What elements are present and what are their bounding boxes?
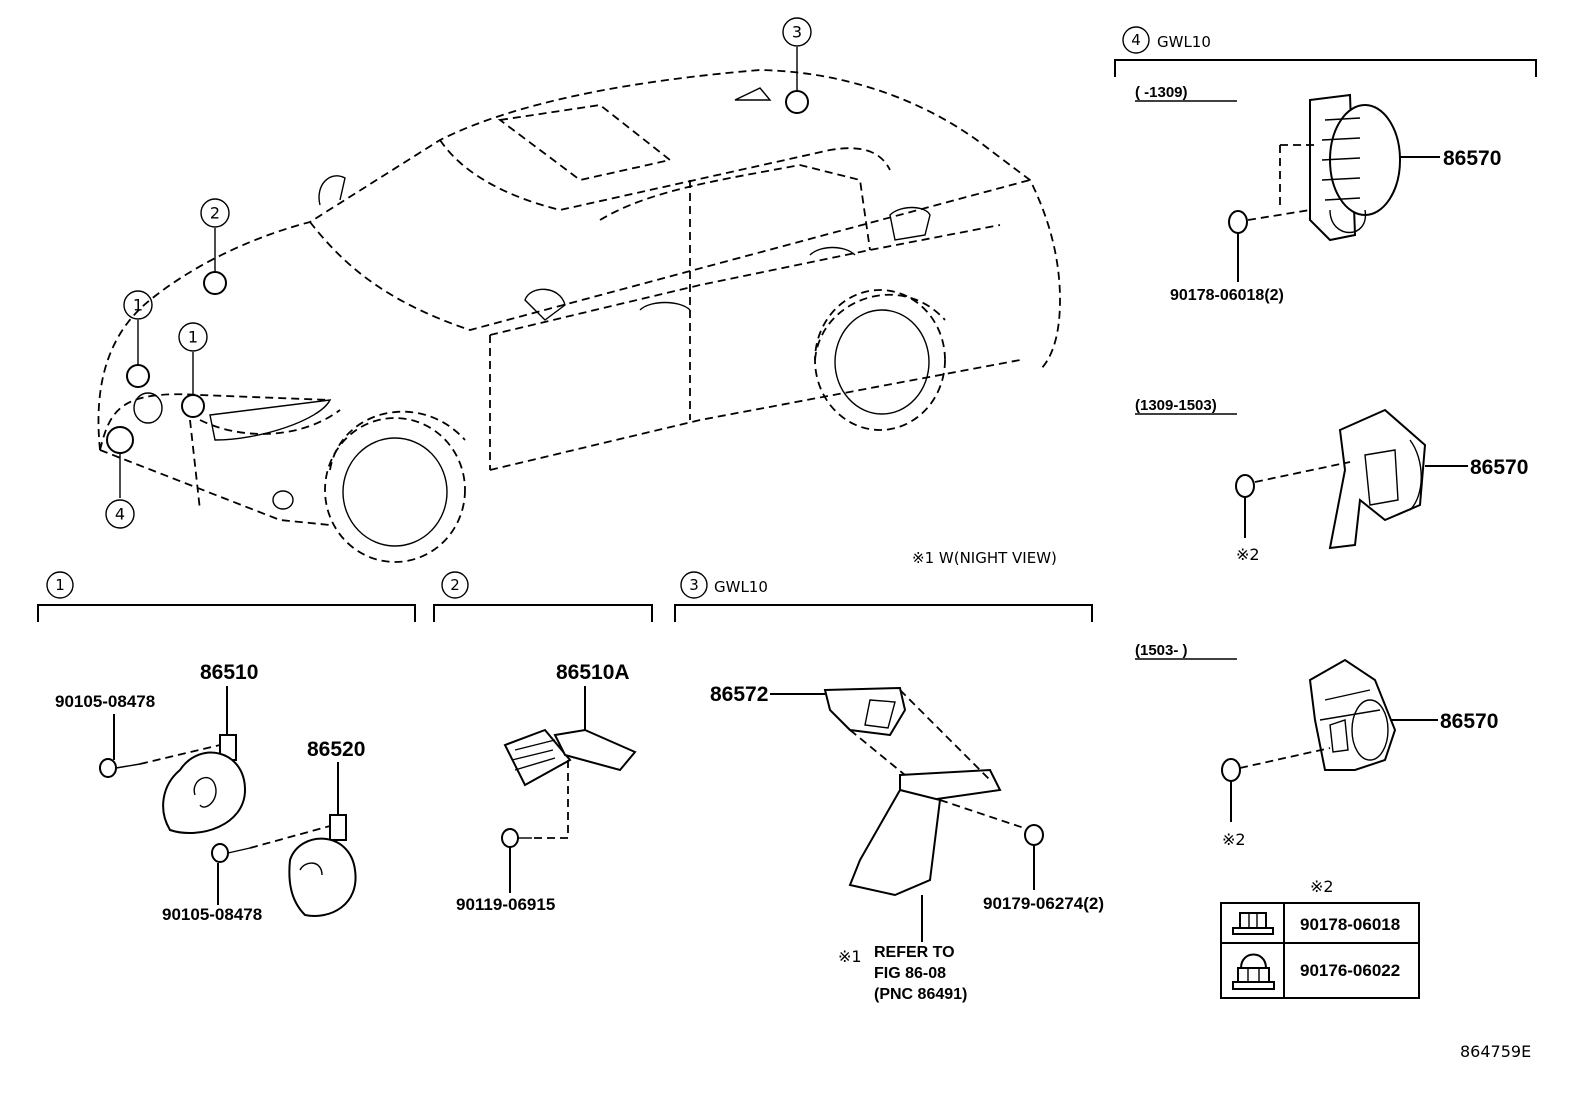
bolt-icon bbox=[501, 828, 532, 893]
note-line-3: (PNC 86491) bbox=[874, 986, 967, 1003]
camera-sensor-icon bbox=[1309, 93, 1401, 242]
part-label-bolt-bottom: 90105-08478 bbox=[162, 905, 262, 924]
nut-icon bbox=[1235, 474, 1255, 538]
bolt-icon bbox=[211, 825, 331, 905]
part-label-sensor: 86570 bbox=[1440, 710, 1498, 733]
fastener-part-1: 90178-06018 bbox=[1300, 915, 1400, 934]
section-label: GWL10 bbox=[1157, 33, 1211, 51]
part-label-horn-low: 86520 bbox=[307, 738, 365, 761]
section-label: GWL10 bbox=[714, 578, 768, 596]
part-label-fastener: 90178-06018(2) bbox=[1170, 287, 1284, 304]
callout-number: 3 bbox=[792, 23, 802, 42]
section-2-header: 2 bbox=[433, 571, 653, 622]
horn-assembly-icon bbox=[503, 686, 637, 787]
section-4-variant-2: (1309-1503) 86570 ※2 bbox=[1135, 397, 1528, 564]
horn-icon bbox=[288, 762, 357, 917]
nut-icon bbox=[1221, 758, 1241, 822]
section-number: 2 bbox=[450, 576, 460, 594]
flange-nut-icon bbox=[1232, 912, 1274, 935]
cap-nut-icon bbox=[1232, 953, 1275, 990]
car-callout-1a: 1 bbox=[123, 290, 153, 320]
part-label-horn-assy: 86510A bbox=[556, 661, 630, 684]
callout-number: 2 bbox=[210, 204, 220, 223]
bolt-icon bbox=[99, 714, 221, 778]
part-label-bolt-top: 90105-08478 bbox=[55, 692, 155, 711]
section-1-header: 1 bbox=[37, 571, 416, 622]
variant-range: (1503- ) bbox=[1135, 642, 1188, 659]
section-2-parts: 86510A 90119-06915 bbox=[456, 661, 637, 914]
fastener-table-title: ※2 bbox=[1310, 877, 1334, 896]
car-callout-2: 2 bbox=[200, 198, 230, 228]
callout-number: 1 bbox=[133, 296, 143, 315]
nut-icon bbox=[1024, 824, 1044, 890]
section-1-parts: 86510 86520 90105-08478 90105-08478 bbox=[55, 661, 365, 924]
camera-sensor-icon bbox=[1328, 408, 1427, 550]
variant-range: ( -1309) bbox=[1135, 84, 1188, 101]
section-3-parts: 86572 90179-06274(2) ※1 REFER TO FIG 86-… bbox=[710, 683, 1104, 1003]
camera-sensor-icon bbox=[1308, 658, 1397, 771]
section-4-variant-3: (1503- ) 86570 ※2 bbox=[1135, 642, 1498, 849]
fastener-ref: ※2 bbox=[1222, 830, 1246, 849]
night-view-note: ※1 W(NIGHT VIEW) bbox=[912, 549, 1057, 567]
part-label-bracket: 86572 bbox=[710, 683, 768, 706]
fastener-table: ※2 90178-06018 90176-06022 bbox=[1220, 877, 1420, 999]
note-line-1: REFER TO bbox=[874, 944, 955, 961]
car-callout-1b: 1 bbox=[178, 322, 208, 352]
nut-icon bbox=[1228, 210, 1248, 282]
note-mark: ※1 bbox=[838, 947, 862, 966]
fastener-ref: ※2 bbox=[1236, 545, 1260, 564]
section-number: 4 bbox=[1131, 31, 1141, 49]
section-3-header: 3 GWL10 bbox=[674, 571, 1093, 622]
car-callout-3: 3 bbox=[782, 17, 812, 47]
part-label-horn-high: 86510 bbox=[200, 661, 258, 684]
section-number: 3 bbox=[689, 576, 699, 594]
variant-range: (1309-1503) bbox=[1135, 397, 1217, 414]
section-number: 1 bbox=[55, 576, 65, 594]
fastener-part-2: 90176-06022 bbox=[1300, 961, 1400, 980]
part-label-bolt: 90119-06915 bbox=[456, 895, 555, 914]
bracket-icon bbox=[823, 686, 1002, 897]
horn-icon bbox=[162, 686, 247, 835]
callout-number: 1 bbox=[188, 328, 198, 347]
car-illustration bbox=[97, 47, 1061, 563]
note-line-2: FIG 86-08 bbox=[874, 965, 946, 982]
callout-number: 4 bbox=[115, 505, 125, 524]
section-4-header: 4 GWL10 bbox=[1114, 26, 1537, 77]
part-label-nut: 90179-06274(2) bbox=[983, 894, 1104, 913]
part-label-sensor: 86570 bbox=[1443, 147, 1501, 170]
diagram-id: 864759E bbox=[1460, 1042, 1531, 1061]
car-callout-4: 4 bbox=[105, 499, 135, 529]
section-4-variant-1: ( -1309) 86570 90178-06018(2) bbox=[1135, 84, 1501, 304]
part-label-sensor: 86570 bbox=[1470, 456, 1528, 479]
